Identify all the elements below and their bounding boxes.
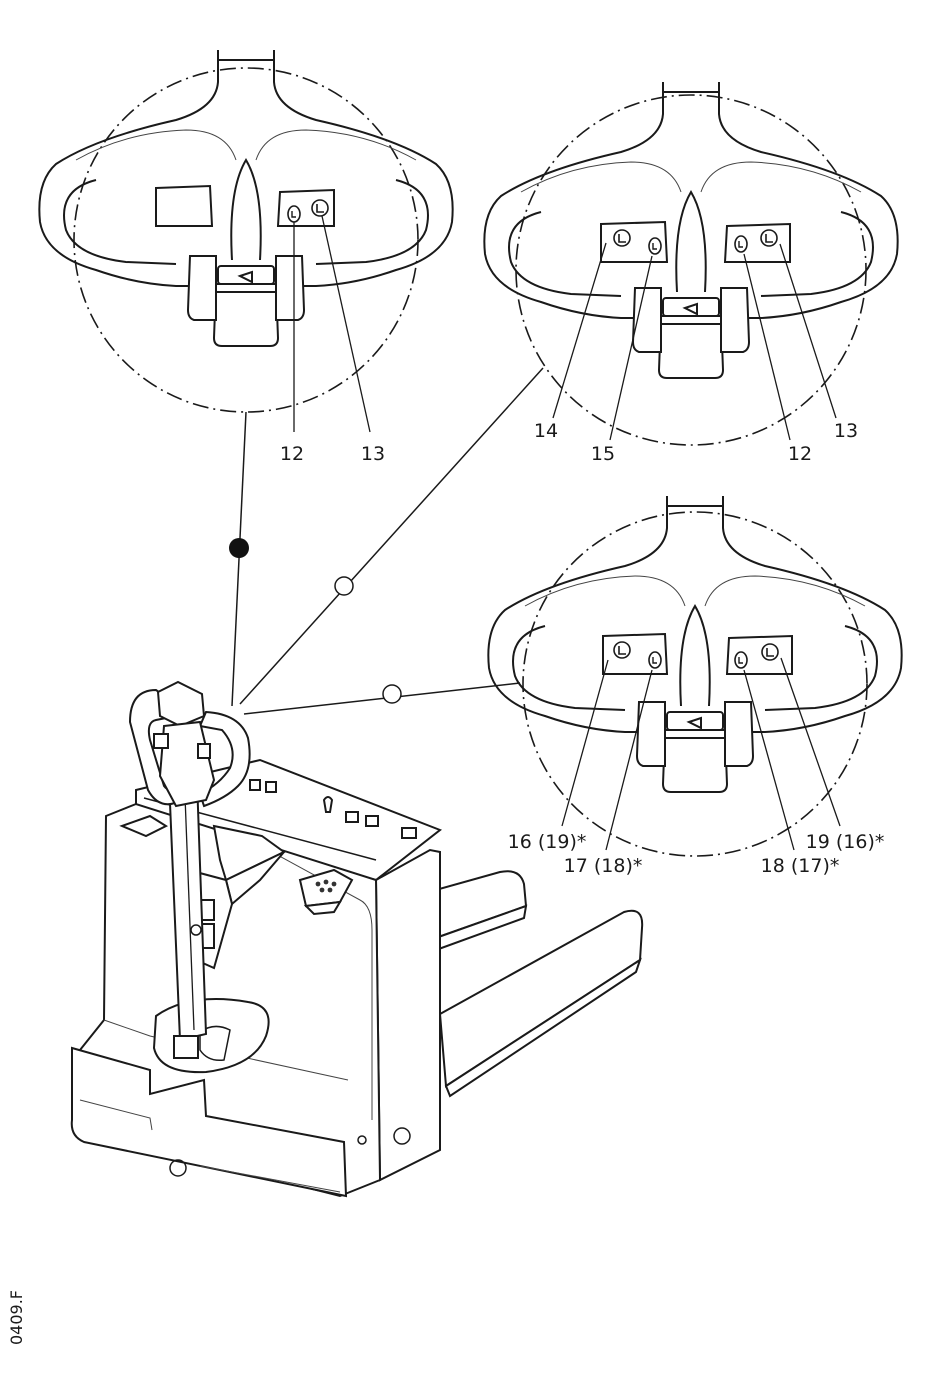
callout-17: 17 (18)*: [564, 855, 643, 877]
detail-top-right: 14 15 12 13: [484, 82, 897, 465]
detail-bottom-right: 16 (19)* 17 (18)* 18 (17)* 19 (16)*: [488, 496, 901, 877]
callout-15: 15: [591, 443, 615, 465]
pallet-truck: [72, 682, 642, 1196]
callout-16: 16 (19)*: [508, 831, 587, 853]
connectors: [229, 368, 543, 714]
callout-12-tr: 12: [788, 443, 812, 465]
callout-13-tl: 13: [361, 443, 385, 465]
figure-code: 0409.F: [7, 1290, 26, 1345]
callout-18: 18 (17)*: [761, 855, 840, 877]
detail-top-left: 12 13: [39, 50, 452, 465]
open-circle-icon-2: [383, 685, 401, 703]
callout-12-tl: 12: [280, 443, 304, 465]
filled-circle-icon: [229, 538, 249, 558]
callout-13-tr: 13: [834, 420, 858, 442]
open-circle-icon: [335, 577, 353, 595]
callout-14: 14: [534, 420, 558, 442]
callout-19: 19 (16)*: [806, 831, 885, 853]
